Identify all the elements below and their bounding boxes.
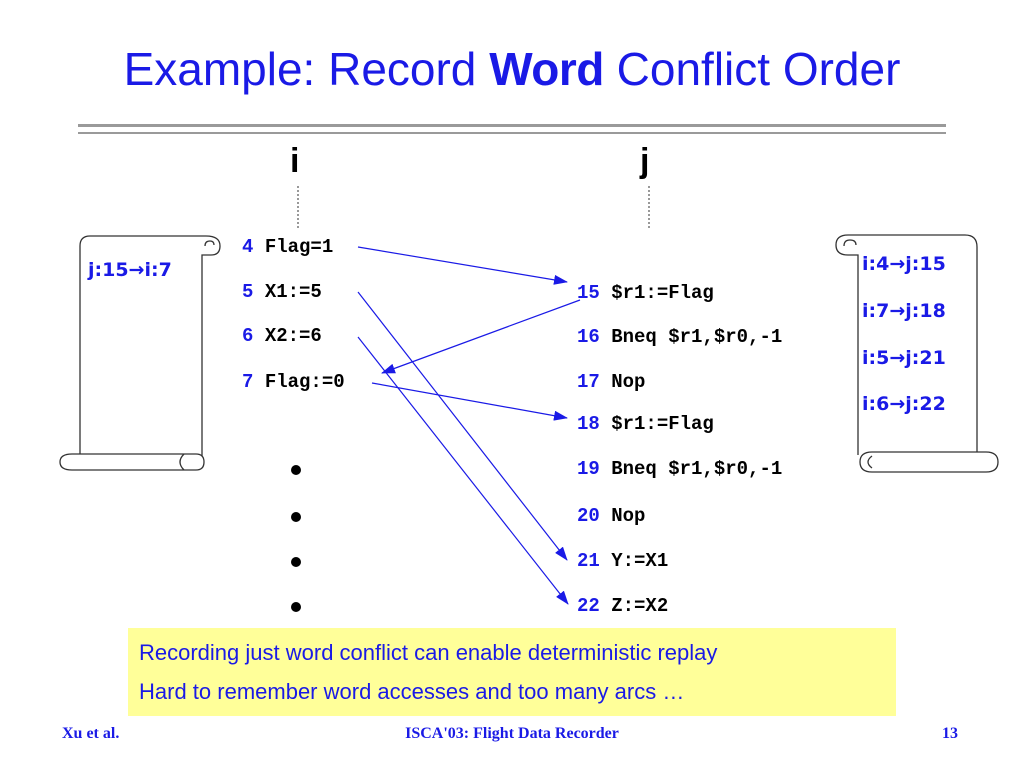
line-code: $r1:=Flag	[611, 282, 714, 304]
thread-j-line: 22 Z:=X2	[577, 595, 668, 617]
right-log-scroll	[835, 234, 999, 473]
thread-i-line: 6 X2:=6	[242, 325, 322, 347]
ellipsis-dot	[291, 602, 301, 612]
arc-7-to-18	[371, 382, 568, 421]
line-code: Nop	[611, 505, 646, 527]
footer-venue: ISCA'03: Flight Data Recorder	[405, 725, 619, 742]
thread-j-line: 21 Y:=X1	[577, 550, 668, 572]
line-code: Z:=X2	[611, 595, 669, 617]
line-code: Bneq $r1,$r0,-1	[611, 326, 783, 348]
left-log-entry: j:15→i:7	[88, 259, 172, 281]
thread-j-line: 19 Bneq $r1,$r0,-1	[577, 458, 782, 480]
line-number: 6	[242, 325, 254, 347]
line-code: $r1:=Flag	[611, 413, 714, 435]
line-code: Nop	[611, 371, 646, 393]
thread-j-line: 15 $r1:=Flag	[577, 282, 714, 304]
line-code: X2:=6	[264, 325, 322, 347]
summary-note: Recording just word conflict can enable …	[128, 628, 896, 716]
arc-15-to-7	[381, 299, 581, 374]
line-number: 22	[577, 595, 600, 617]
thread-j-label: j	[640, 142, 650, 180]
arc-5-to-21	[357, 291, 568, 561]
line-number: 5	[242, 281, 254, 303]
line-code: Y:=X1	[611, 550, 669, 572]
thread-i-line: 7 Flag:=0	[242, 371, 345, 393]
line-number: 21	[577, 550, 600, 572]
line-number: 18	[577, 413, 600, 435]
title-rule-top	[78, 124, 946, 127]
slide-title: Example: Record Word Conflict Order	[0, 42, 1024, 96]
line-number: 19	[577, 458, 600, 480]
arc-6-to-22	[357, 336, 569, 605]
ellipsis-dot	[291, 557, 301, 567]
line-number: 4	[242, 236, 254, 258]
line-code: X1:=5	[264, 281, 322, 303]
line-number: 17	[577, 371, 600, 393]
line-code: Flag=1	[264, 236, 334, 258]
thread-i-label: i	[290, 142, 300, 180]
footer-authors: Xu et al.	[62, 725, 120, 742]
footer-page-number: 13	[942, 725, 958, 742]
title-prefix: Example: Record	[123, 43, 490, 95]
line-number: 16	[577, 326, 600, 348]
left-log-scroll	[59, 235, 221, 471]
arc-4-to-15	[357, 246, 568, 285]
thread-j-line: 18 $r1:=Flag	[577, 413, 714, 435]
title-suffix: Conflict Order	[603, 43, 901, 95]
note-line: Hard to remember word accesses and too m…	[139, 679, 685, 704]
right-log-entry: i:6→j:22	[862, 393, 946, 415]
thread-j-line: 20 Nop	[577, 505, 645, 527]
ellipsis-dot	[291, 512, 301, 522]
note-line: Recording just word conflict can enable …	[139, 640, 718, 665]
right-log-entry: i:4→j:15	[862, 253, 946, 275]
thread-i-line: 4 Flag=1	[242, 236, 333, 258]
line-code: Bneq $r1,$r0,-1	[611, 458, 783, 480]
line-code: Flag:=0	[264, 371, 345, 393]
line-number: 15	[577, 282, 600, 304]
right-log-entry: i:5→j:21	[862, 347, 946, 369]
line-number: 7	[242, 371, 254, 393]
right-log-entry: i:7→j:18	[862, 300, 946, 322]
title-rule-bottom	[78, 132, 946, 134]
line-number: 20	[577, 505, 600, 527]
thread-i-line: 5 X1:=5	[242, 281, 322, 303]
title-emphasis: Word	[489, 43, 604, 95]
thread-j-line: 17 Nop	[577, 371, 645, 393]
conflict-arcs	[357, 246, 581, 605]
thread-j-line: 16 Bneq $r1,$r0,-1	[577, 326, 782, 348]
ellipsis-dot	[291, 465, 301, 475]
